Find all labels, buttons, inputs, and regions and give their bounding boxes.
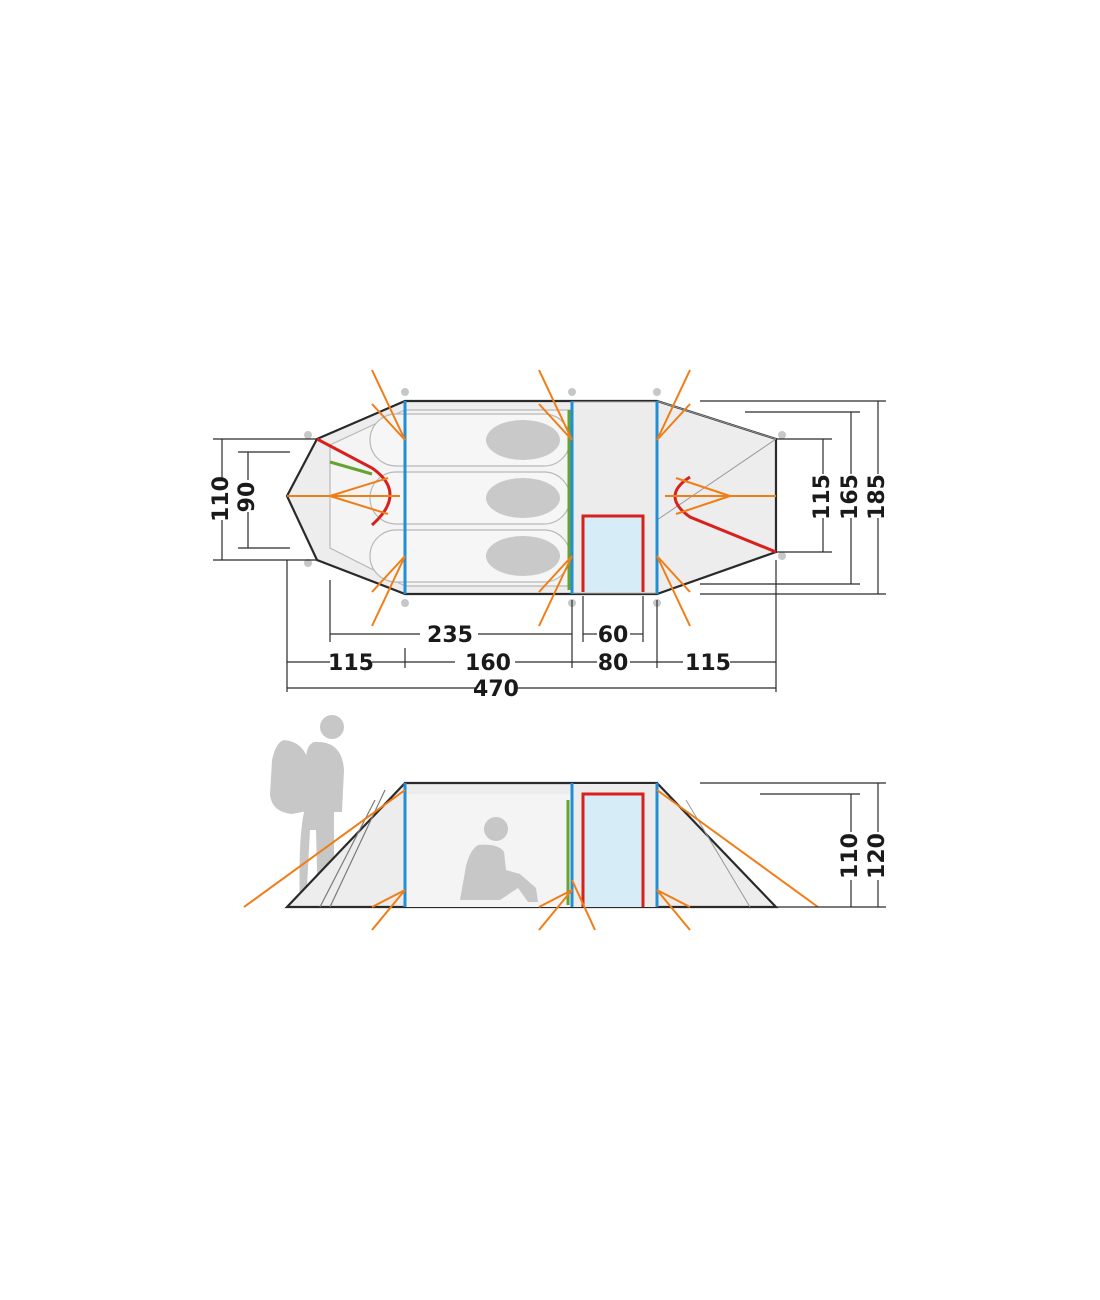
dim-inner-height: 110 [838, 833, 863, 879]
peg [401, 599, 409, 607]
side-view: 110 120 [243, 715, 890, 931]
pillow [486, 536, 560, 576]
guy-line [371, 369, 406, 441]
red-pole-left [316, 437, 392, 527]
guy-lines-side [243, 789, 819, 931]
dim-total-width: 185 [865, 474, 890, 520]
door-frame-side [581, 792, 645, 907]
dim-total-height: 120 [865, 833, 890, 879]
dim-inner-length: 235 [427, 623, 473, 648]
dim-total-length: 470 [473, 677, 519, 702]
peg [401, 388, 409, 396]
peg [304, 431, 312, 439]
dim-middle-section: 80 [598, 651, 629, 676]
top-view: 235 60 115 160 80 115 470 110 90 [209, 369, 890, 702]
peg [778, 431, 786, 439]
dimension-lines-right [700, 400, 886, 595]
peg [568, 388, 576, 396]
sitting-person-figure [460, 817, 538, 902]
dim-door-width: 60 [598, 623, 629, 648]
guy-line-front [287, 477, 400, 515]
pillow [486, 478, 560, 518]
door-panel-side [583, 794, 643, 907]
dim-inner-width: 90 [235, 482, 260, 513]
dim-mid-width: 165 [838, 474, 863, 520]
dim-vestibule-left: 115 [328, 651, 374, 676]
pillow [486, 420, 560, 460]
dimension-lines-side [700, 782, 886, 908]
peg [653, 388, 661, 396]
door-frame [581, 514, 645, 592]
pillows [486, 420, 560, 576]
guy-line [538, 555, 573, 627]
guy-lines-top [287, 369, 776, 627]
dimension-lines-left [213, 438, 317, 561]
peg [304, 559, 312, 567]
dim-outer-width: 110 [209, 476, 234, 522]
dimension-lines-bottom [286, 560, 777, 692]
guy-line-rear [665, 477, 776, 515]
guy-line [656, 369, 691, 441]
guy-line [371, 555, 406, 627]
guy-line [538, 369, 573, 441]
dim-end-width: 115 [810, 474, 835, 520]
backpacker-figure [270, 715, 344, 906]
door-panel [583, 516, 643, 592]
dim-vestibule-right: 115 [685, 651, 731, 676]
guy-line [656, 555, 691, 627]
dim-inner-tent: 160 [465, 651, 511, 676]
peg [778, 552, 786, 560]
green-pole-left [329, 460, 373, 476]
